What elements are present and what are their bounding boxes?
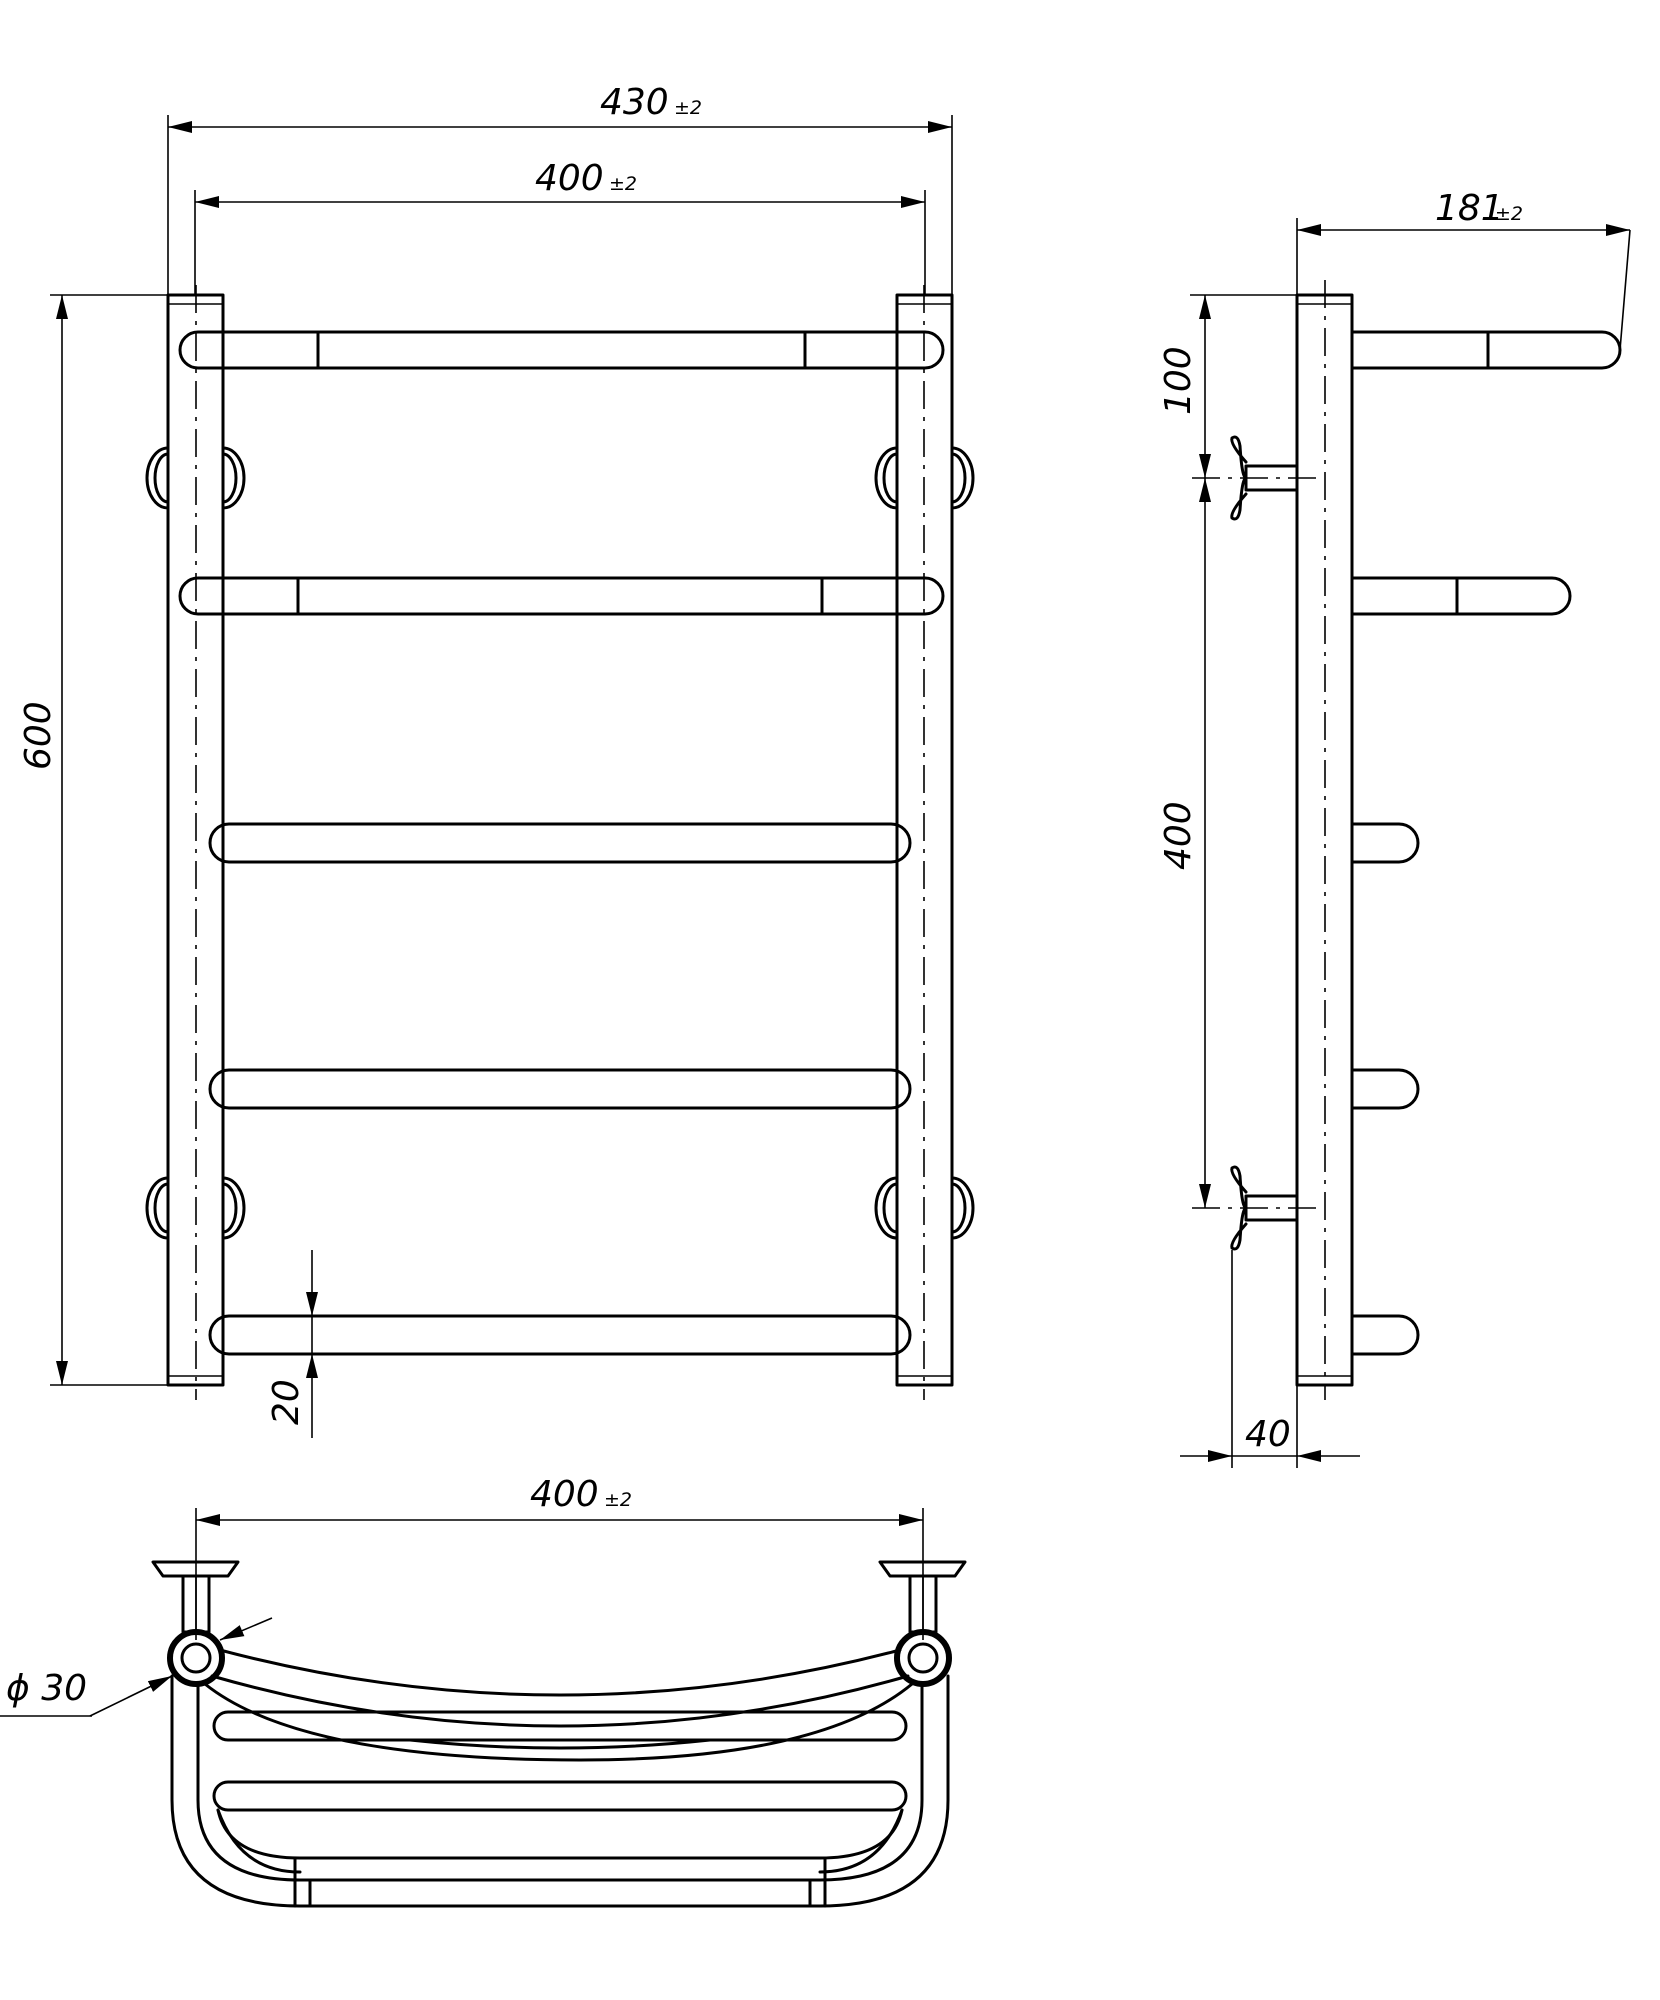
dimension-600: 600 [18, 294, 168, 1386]
wall-bracket-left-top [145, 446, 246, 510]
bar-3 [208, 822, 912, 864]
dim-400-top-tolerance: ±2 [604, 1489, 632, 1511]
dim-diameter-value: ϕ 30 [6, 1668, 87, 1709]
side-bar-3 [1350, 822, 1420, 864]
side-mount-bottom [1192, 1165, 1320, 1251]
top-view: 400 ±2 ϕ 30 [0, 1474, 967, 1908]
dim-400-top-value: 400 [530, 1474, 599, 1515]
dimension-diameter-30: ϕ 30 [0, 1617, 273, 1717]
dimension-40: 40 [1180, 1250, 1360, 1468]
side-bar-1 [1350, 330, 1622, 370]
dimension-100: 100 [1158, 294, 1297, 478]
dimension-400-top: 400 ±2 [195, 1474, 924, 1640]
wall-bracket-right-top [874, 446, 975, 510]
dim-181-tolerance: ±2 [1495, 203, 1523, 225]
side-bar-5 [1350, 1314, 1420, 1356]
dim-400-front-value: 400 [535, 158, 604, 199]
bar-1 [178, 330, 945, 370]
side-post [1295, 293, 1354, 1387]
wall-bracket-right-bottom [874, 1176, 975, 1240]
side-mount-top [1192, 435, 1320, 521]
side-bar-4 [1350, 1068, 1420, 1110]
dimension-181: 181 ±2 [1296, 188, 1631, 351]
bar-5 [208, 1314, 912, 1356]
dimension-20: 20 [266, 1250, 318, 1438]
dim-430-tolerance: ±2 [674, 97, 702, 119]
dimension-400-front: 400 ±2 [194, 158, 926, 295]
dim-400-side-value: 400 [1158, 801, 1199, 870]
dim-400-front-tolerance: ±2 [609, 173, 637, 195]
side-view: 181 ±2 100 400 40 [1158, 188, 1631, 1468]
side-bar-2 [1350, 576, 1572, 616]
bar-4 [208, 1068, 912, 1110]
dimension-400-side: 400 [1158, 478, 1211, 1208]
dim-181-value: 181 [1435, 188, 1504, 229]
wall-bracket-left-bottom [145, 1176, 246, 1240]
dim-40-value: 40 [1245, 1414, 1291, 1455]
bar-2 [178, 576, 945, 616]
dimension-430: 430 ±2 [167, 82, 953, 295]
front-view: 430 ±2 400 ±2 600 20 [18, 82, 975, 1438]
dim-100-value: 100 [1158, 346, 1199, 415]
dim-20-value: 20 [266, 1379, 307, 1425]
dim-430-value: 430 [600, 82, 669, 123]
dim-600-value: 600 [18, 701, 59, 770]
